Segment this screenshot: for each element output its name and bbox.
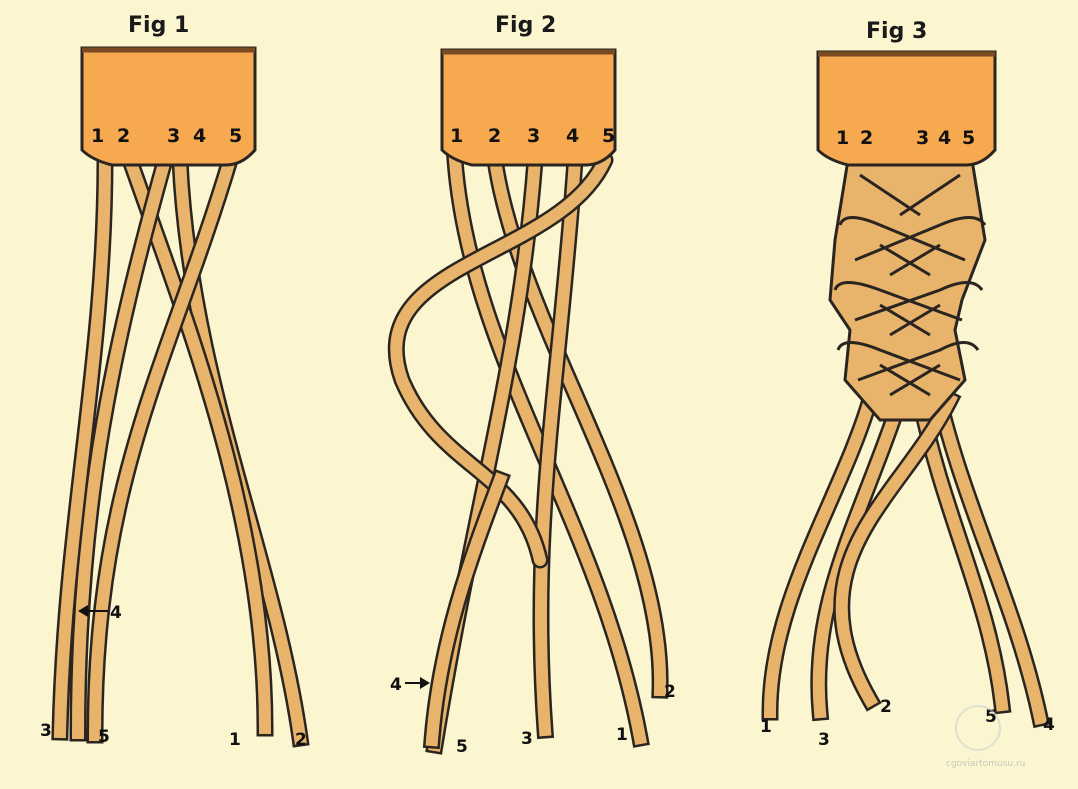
- figure-2-end-label-5: 5: [456, 737, 468, 757]
- figure-1-strand-number-5: 5: [229, 125, 242, 147]
- figure-1-strands: [60, 160, 300, 738]
- figure-2-strands: [396, 160, 660, 745]
- figure-2-strand-number-2: 2: [488, 125, 501, 147]
- figure-1-strand-number-2: 2: [117, 125, 130, 147]
- figure-3-end-label-4: 4: [1043, 715, 1055, 735]
- figure-3-title: Fig 3: [866, 19, 927, 44]
- figure-3-strand-number-3: 3: [916, 127, 929, 149]
- figure-2-header: [442, 50, 615, 165]
- figure-3: Fig 3 1 2 3 4 5 1 3 2 5 4: [760, 19, 1055, 750]
- figure-2-strand-number-3: 3: [527, 125, 540, 147]
- figure-2-end-label-3: 3: [521, 729, 533, 749]
- figure-2-strand-number-5: 5: [602, 125, 615, 147]
- figure-3-braid-body: [830, 160, 985, 420]
- figure-2-strand-number-1: 1: [450, 125, 463, 147]
- figure-1-title: Fig 1: [128, 13, 189, 38]
- figure-1-strand-number-3: 3: [167, 125, 180, 147]
- figure-2-end-label-2: 2: [664, 682, 676, 702]
- figure-1: Fig 1 1 2 3 4 5 3 5 1 2 4: [40, 13, 307, 750]
- figure-3-end-label-3: 3: [818, 730, 830, 750]
- figure-1-arrow-label: 4: [110, 603, 122, 623]
- figure-3-strand-number-4: 4: [938, 127, 951, 149]
- figure-2: Fig 2 1 2 3 4 5 5 3 1 2 4: [390, 13, 676, 757]
- figure-2-end-label-1: 1: [616, 725, 628, 745]
- figure-3-end-label-1: 1: [760, 717, 772, 737]
- figure-1-end-label-2: 2: [295, 730, 307, 750]
- figure-1-end-label-1: 1: [229, 730, 241, 750]
- figure-1-end-label-5: 5: [98, 727, 110, 747]
- figure-1-strand-number-4: 4: [193, 125, 206, 147]
- figure-1-header: [82, 48, 255, 165]
- figure-2-title: Fig 2: [495, 13, 556, 38]
- figure-3-end-label-2: 2: [880, 697, 892, 717]
- figure-2-strand-number-4: 4: [566, 125, 579, 147]
- figure-3-strands: [770, 380, 1040, 718]
- figure-1-strand-number-1: 1: [91, 125, 104, 147]
- watermark-text: cgoviartomusu.ru: [946, 759, 1025, 769]
- figure-1-end-label-3: 3: [40, 721, 52, 741]
- figure-2-pointer-arrow: 4: [390, 675, 430, 695]
- figure-2-arrow-label: 4: [390, 675, 402, 695]
- figure-3-strand-number-5: 5: [962, 127, 975, 149]
- figure-3-strand-number-1: 1: [836, 127, 849, 149]
- figure-3-strand-number-2: 2: [860, 127, 873, 149]
